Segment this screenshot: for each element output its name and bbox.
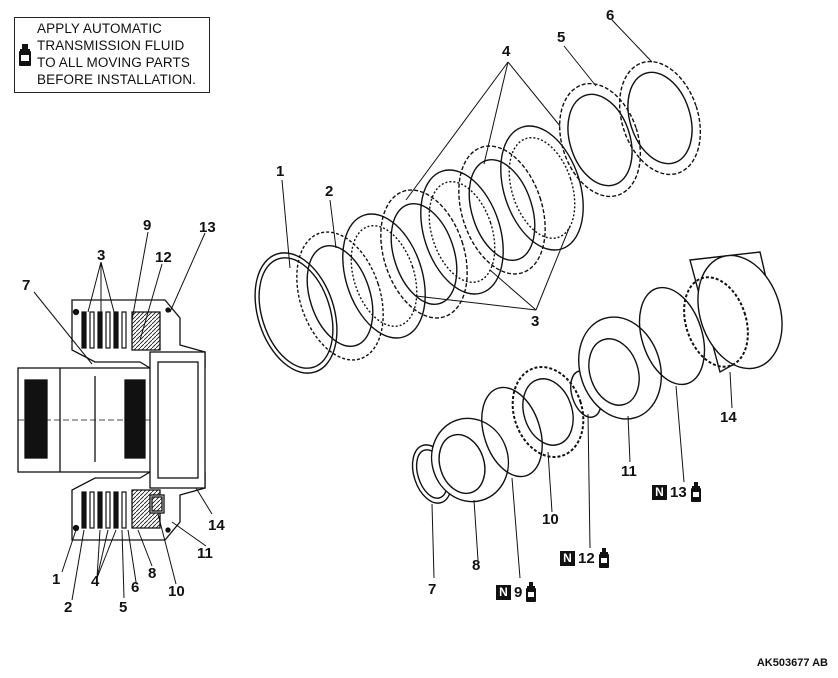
n-box: N — [496, 584, 511, 600]
fluid-bottle-icon — [690, 482, 701, 502]
exploded-label-4: 4 — [502, 43, 511, 60]
tag-13: N 13 — [652, 482, 702, 502]
tag-12-number: 12 — [578, 549, 595, 567]
fluid-bottle-icon — [526, 582, 537, 602]
tag-9: N 9 — [496, 582, 537, 602]
cross-section-view — [17, 231, 213, 601]
note-line-2: TRANSMISSION FLUID — [37, 38, 185, 53]
note-line-1: APPLY AUTOMATIC — [37, 21, 163, 36]
section-label-9: 9 — [143, 217, 152, 234]
instruction-note: APPLY AUTOMATIC TRANSMISSION FLUID TO AL… — [14, 17, 210, 93]
section-label-13: 13 — [199, 219, 216, 236]
n-box: N — [652, 484, 667, 500]
section-label-6: 6 — [131, 579, 140, 596]
section-label-7: 7 — [22, 277, 31, 294]
exploded-label-8: 8 — [472, 557, 481, 574]
exploded-label-10: 10 — [542, 511, 559, 528]
exploded-label-3: 3 — [531, 313, 540, 330]
exploded-label-7: 7 — [428, 581, 437, 598]
tag-12: N 12 — [560, 548, 610, 568]
exploded-label-14: 14 — [720, 409, 737, 426]
note-line-3: TO ALL MOVING PARTS — [37, 55, 190, 70]
exploded-label-5: 5 — [557, 29, 566, 46]
exploded-label-6: 6 — [606, 7, 615, 24]
section-label-11: 11 — [197, 545, 213, 562]
tag-13-number: 13 — [670, 483, 687, 501]
exploded-view — [254, 19, 783, 579]
section-label-5: 5 — [119, 599, 128, 616]
tag-9-number: 9 — [514, 583, 523, 601]
fluid-bottle-icon — [19, 44, 31, 66]
exploded-label-11: 11 — [621, 463, 637, 480]
section-label-8: 8 — [148, 565, 157, 582]
note-line-4: BEFORE INSTALLATION. — [37, 72, 197, 87]
n-box: N — [560, 550, 575, 566]
figure-code: AK503677 AB — [756, 657, 828, 669]
fluid-bottle-icon — [598, 548, 609, 568]
section-label-12: 12 — [155, 249, 172, 266]
section-label-2: 2 — [64, 599, 73, 616]
section-label-14: 14 — [208, 517, 225, 534]
exploded-label-2: 2 — [325, 183, 334, 200]
exploded-label-1: 1 — [276, 163, 285, 180]
section-label-1: 1 — [52, 571, 61, 588]
section-label-4: 4 — [91, 573, 100, 590]
section-label-10: 10 — [168, 583, 185, 600]
section-label-3: 3 — [97, 247, 106, 264]
